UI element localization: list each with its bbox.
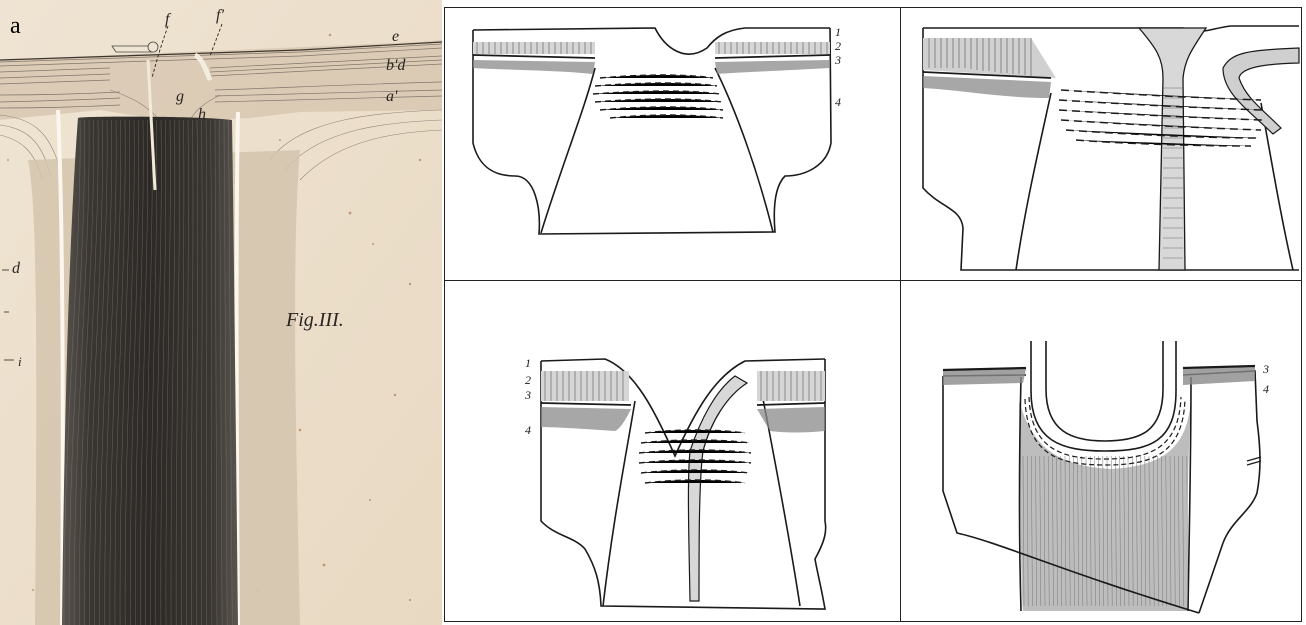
- sketch-4: 3 4: [901, 281, 1301, 621]
- label-bd: b'd: [386, 57, 406, 74]
- grid-border-bottom: [444, 621, 1302, 622]
- layer-number: 3: [524, 388, 531, 402]
- sketch-1-layer-numbers: 1 2 3 4: [834, 25, 841, 109]
- vertical-septum: [1139, 28, 1206, 270]
- label-e: e: [392, 28, 399, 45]
- sketch-3: 1 2 3 4: [445, 281, 900, 621]
- panel-a-letter: a: [10, 14, 21, 38]
- layer-number: 2: [525, 373, 531, 387]
- label-g: g: [176, 88, 184, 105]
- layer-3-stipple: [473, 60, 595, 74]
- central-knob: [148, 42, 158, 52]
- sketch-1: 1 2 3 4: [445, 8, 900, 280]
- plate-engraving: f f' e b'd a' g h d i Fig.III.: [0, 0, 442, 625]
- label-i: i: [18, 354, 22, 369]
- layer-2-band: [541, 371, 629, 401]
- layer-number: 1: [525, 356, 531, 370]
- sketch-4-layer-numbers: 3 4: [1262, 362, 1269, 396]
- panel-a-plate: f f' e b'd a' g h d i Fig.III. a: [0, 0, 442, 625]
- dashed-nucleus-band: [593, 75, 723, 118]
- layer-number: 4: [525, 423, 531, 437]
- plate-figure-label: Fig.III.: [285, 309, 344, 331]
- label-a-prime: a': [386, 88, 398, 105]
- layer-number: 4: [835, 95, 841, 109]
- label-d: d: [12, 260, 21, 277]
- sketch-2: [901, 8, 1301, 280]
- layer-2-band: [473, 42, 595, 54]
- layer-number: 4: [1263, 382, 1269, 396]
- layer-number: 1: [835, 25, 841, 39]
- label-h: h: [198, 106, 206, 123]
- central-rod: [112, 46, 152, 52]
- descending-septum: [688, 376, 747, 601]
- layer-number: 2: [835, 39, 841, 53]
- panel-b-grid: b 1 2 3 4: [444, 7, 1302, 622]
- layer-number: 3: [1262, 362, 1269, 376]
- sketch-3-layer-numbers: 1 2 3 4: [524, 356, 531, 437]
- layer-number: 3: [834, 53, 841, 67]
- dashed-nucleus-band: [1059, 90, 1263, 146]
- grid-border-right: [1301, 7, 1302, 622]
- label-f-prime: f': [216, 7, 224, 24]
